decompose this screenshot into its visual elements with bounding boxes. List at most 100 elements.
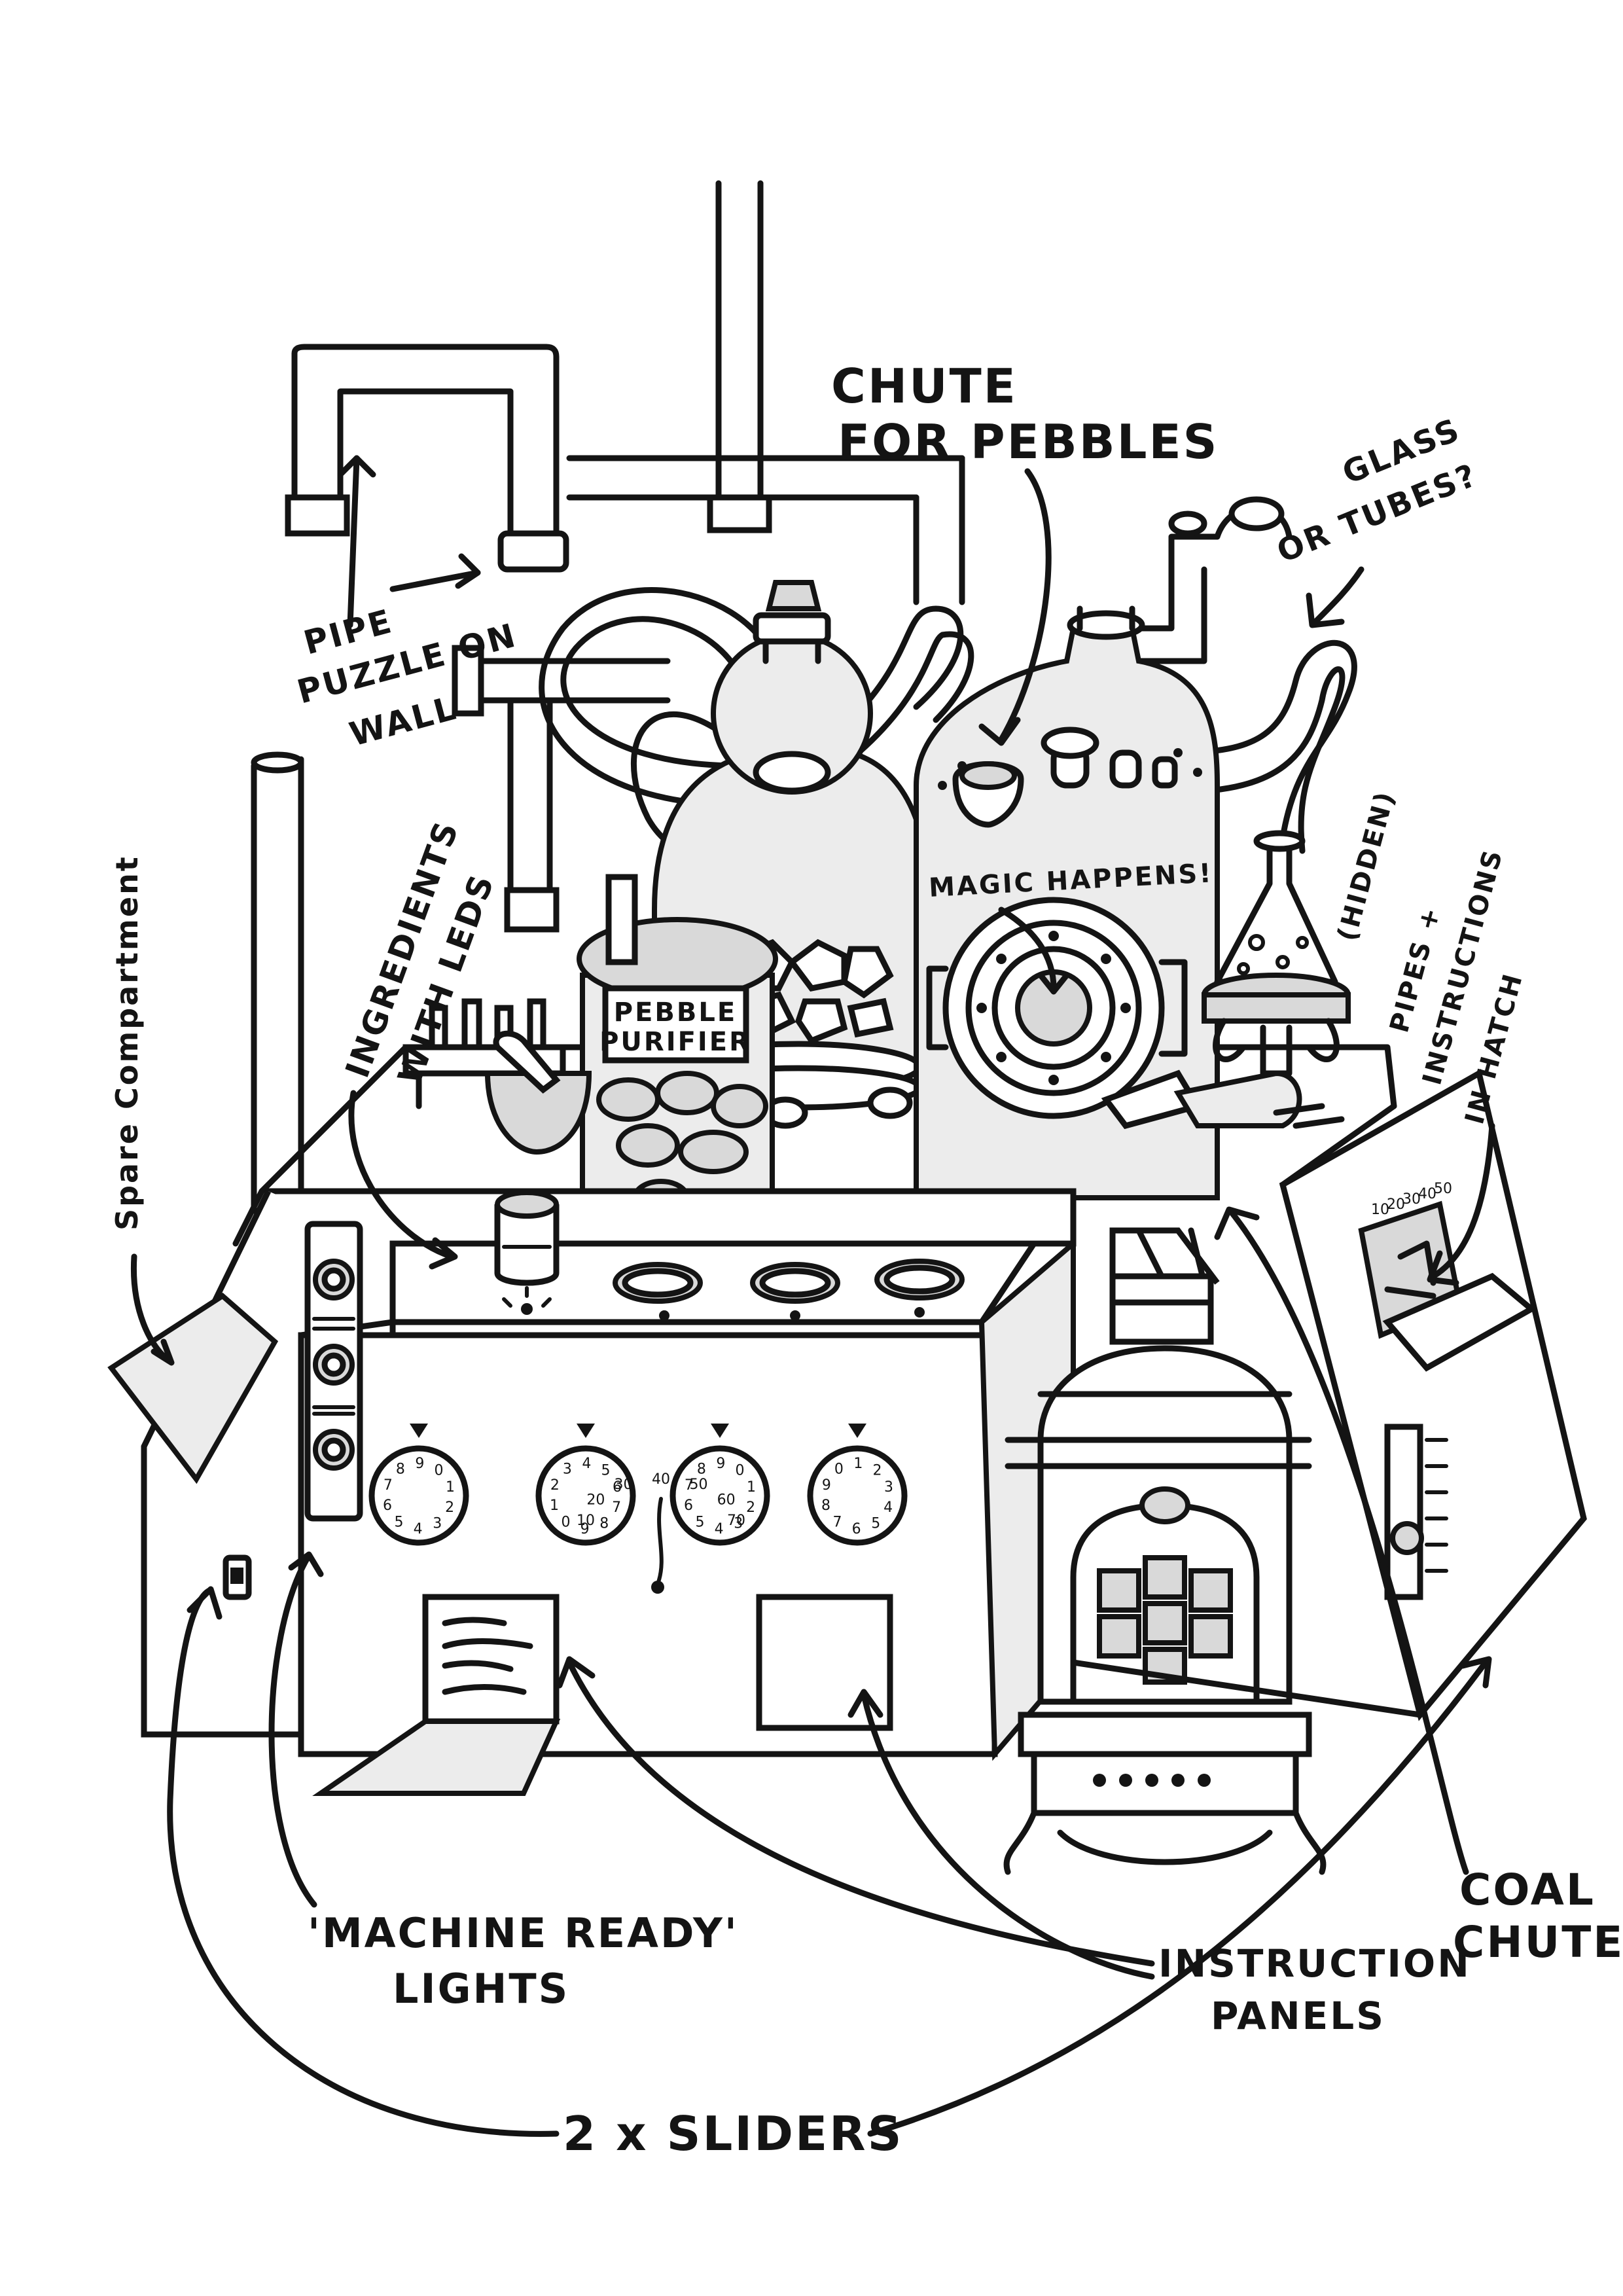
dial-digit: 4: [582, 1456, 591, 1472]
dial-pointer: [577, 1424, 595, 1438]
dial-digit: 7: [685, 1477, 694, 1494]
label-coal-line-2: CHUTE: [1453, 1917, 1623, 1967]
dial-digit: 1: [550, 1498, 559, 1514]
dial-digit: 3: [884, 1479, 893, 1496]
gauge-tick-label: 40: [652, 1471, 670, 1488]
stove-vents: [1093, 1774, 1211, 1787]
label-instruction-line-1: INSTRUCTION: [1158, 1941, 1471, 1986]
dial-digit: 5: [696, 1515, 705, 1531]
dial-digit: 9: [415, 1456, 424, 1472]
dial-digit: 8: [396, 1462, 405, 1478]
stove-grille: [1097, 1555, 1233, 1685]
label-coal-line-1: COAL: [1459, 1865, 1596, 1915]
dial-face: [368, 1445, 469, 1546]
tube-coils: [539, 496, 1357, 863]
dial-digit: 6: [852, 1521, 861, 1537]
leader-arrows: [130, 455, 1495, 2137]
dial-digit: 3: [433, 1515, 442, 1532]
dial-digit: 3: [563, 1462, 572, 1478]
dial-face: [807, 1445, 908, 1546]
dial-face: [669, 1445, 770, 1546]
ingredient-cup: [494, 1190, 560, 1315]
dial-digit: 2: [445, 1499, 454, 1516]
gauge-tick-label: 70: [727, 1513, 745, 1529]
gauge-tick-label: 10: [577, 1513, 595, 1529]
dial-digit: 4: [883, 1499, 893, 1516]
dial-digit: 9: [716, 1456, 725, 1472]
dial-digit: 0: [834, 1462, 844, 1478]
coal-scoop: [1101, 1069, 1345, 1130]
wall-pipes: [251, 180, 965, 1214]
dial-digit: 2: [873, 1462, 882, 1479]
magic-vessel: [914, 605, 1220, 1200]
pebble-purifier-label-1: PEBBLE: [614, 997, 737, 1028]
dial-pointer: [848, 1424, 866, 1438]
dial-digit: 3: [734, 1515, 743, 1532]
label-machine-ready-line-1: 'MACHINE READY': [308, 1909, 739, 1957]
glass-flask: [1202, 830, 1351, 1077]
hatch-slider: [1384, 1424, 1423, 1600]
hatch-tick-label: 20: [1387, 1196, 1405, 1213]
dial-digit: 0: [435, 1462, 444, 1479]
gauge-needle: [656, 1497, 664, 1586]
dial-digit: 8: [599, 1515, 609, 1532]
hatch-tick-label: 50: [1434, 1181, 1452, 1197]
dial-digit: 7: [612, 1499, 621, 1516]
gauge-tick-label: 30: [615, 1477, 633, 1493]
label-spare-compartment: Spare Compartment: [109, 855, 145, 1230]
dial-digit: 5: [601, 1462, 611, 1479]
dial-digit: 9: [580, 1521, 590, 1537]
hatch-tick-label: 40: [1418, 1186, 1436, 1202]
label-instruction-line-2: PANELS: [1211, 1994, 1385, 2038]
porthole-bolts: [976, 931, 1131, 1085]
dial-digit: 5: [871, 1515, 880, 1532]
label-chute-line-1: CHUTE: [831, 359, 1018, 414]
gauge-tick-label: 20: [586, 1492, 605, 1508]
label-sliders: 2 x SLIDERS: [563, 2106, 903, 2161]
dial-digit: 2: [550, 1477, 560, 1494]
dial-digit: 6: [383, 1498, 392, 1514]
gauge-tick-label: 60: [717, 1492, 736, 1508]
ingredients-rack: [402, 874, 638, 1155]
label-hidden-line-1: (HIDDEN): [1332, 787, 1401, 944]
dial-digit: 4: [414, 1521, 423, 1537]
dial-digit: 7: [383, 1477, 393, 1494]
dial-digit: 7: [833, 1515, 842, 1531]
dial-digit: 4: [715, 1521, 724, 1537]
dial-face: [535, 1445, 636, 1546]
dial-pointer: [410, 1424, 428, 1438]
dial-digit: 8: [821, 1498, 830, 1514]
dial-digit: 6: [613, 1479, 622, 1496]
dial-digit: 6: [684, 1498, 693, 1514]
ingredient-slots: [613, 1259, 965, 1321]
dial-digit: 1: [747, 1479, 756, 1496]
dial-digit: 2: [746, 1499, 755, 1516]
dial-digit: 5: [395, 1515, 404, 1531]
dial-digit: 9: [822, 1477, 831, 1494]
dial-digit: 8: [697, 1462, 706, 1478]
coal-stove: [1003, 1227, 1327, 1875]
gauge-tick-label: 50: [690, 1477, 708, 1493]
dial-pointer: [711, 1424, 729, 1438]
label-chute-line-2: FOR PEBBLES: [838, 414, 1219, 469]
instruction-panel-left: [312, 1594, 561, 1796]
hatch-tick-label: 10: [1371, 1202, 1389, 1218]
dial-digit: 1: [446, 1479, 455, 1496]
slider-gauge: 10 20 30 40 50 60 70: [577, 1471, 745, 1594]
instruction-panel-right: [756, 1594, 893, 1731]
machine-ready-lights: [312, 1259, 355, 1471]
dial-digit: 1: [853, 1456, 863, 1472]
pebble-purifier-label-2: PURIFIER: [599, 1027, 751, 1057]
gauge-hub: [651, 1581, 664, 1594]
hatch-tick-label: 30: [1402, 1191, 1421, 1208]
label-machine-ready-line-2: LIGHTS: [393, 1965, 569, 2013]
label-pipe-line-3: WALL: [346, 689, 461, 753]
dial-digit: 0: [736, 1462, 745, 1479]
